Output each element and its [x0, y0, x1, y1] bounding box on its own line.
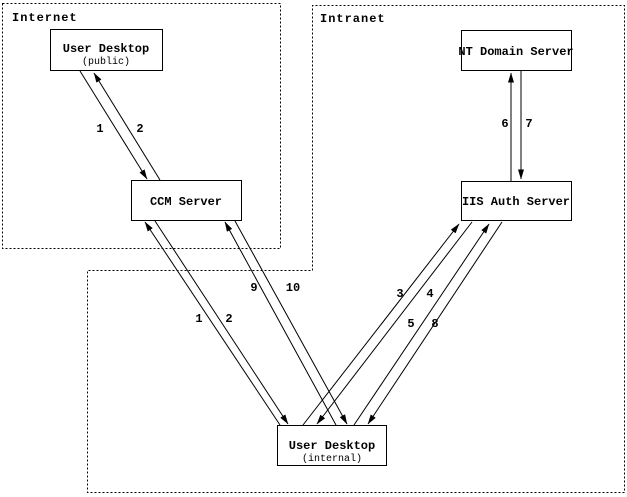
- step-label-5: 5: [407, 317, 414, 331]
- user-desktop-public-title: User Desktop: [63, 42, 149, 56]
- step-label-1-internal: 1: [195, 312, 202, 326]
- step-label-4: 4: [426, 287, 433, 301]
- step-labels: 1 2 1 2 9 10 3 4 5 8 6 7: [96, 117, 532, 331]
- nt-domain-server-title: NT Domain Server: [458, 45, 573, 59]
- edge-2-ccm-to-internal-desktop: [154, 220, 289, 425]
- node-user-desktop-public: User Desktop (public): [50, 29, 163, 71]
- step-label-10: 10: [286, 281, 300, 295]
- ccm-server-box: [131, 180, 242, 221]
- edge-9-internal-desktop-to-ccm: [224, 221, 337, 426]
- node-iis-auth-server: IIS Auth Server: [461, 181, 572, 221]
- edge-5-internal-desktop-to-iis: [353, 223, 490, 426]
- edge-group: [79, 70, 524, 426]
- step-label-2-internal: 2: [225, 312, 232, 326]
- edge-8-iis-to-internal-desktop: [367, 221, 503, 425]
- step-label-2-public: 2: [136, 122, 143, 136]
- intranet-zone-label: Intranet: [320, 12, 386, 26]
- node-ccm-server: CCM Server: [131, 180, 242, 221]
- internet-zone-border: [2, 3, 281, 249]
- edge-1-public-desktop-to-ccm: [79, 70, 148, 180]
- user-desktop-public-subtitle: (public): [82, 56, 130, 68]
- edge-2-ccm-to-public-desktop: [93, 72, 161, 181]
- user-desktop-internal-subtitle: (internal): [302, 453, 362, 465]
- user-desktop-internal-box: [277, 425, 387, 466]
- step-label-9: 9: [250, 281, 257, 295]
- user-desktop-internal-title: User Desktop: [289, 439, 375, 453]
- edge-1-internal-desktop-to-ccm: [144, 221, 281, 426]
- edge-4-iis-to-internal-desktop: [316, 221, 473, 425]
- step-label-7: 7: [525, 117, 532, 131]
- step-label-3: 3: [396, 287, 403, 301]
- intranet-zone-border: [87, 5, 625, 493]
- edge-3-internal-desktop-to-iis: [302, 223, 460, 426]
- edge-10-ccm-to-internal-desktop: [234, 220, 348, 425]
- ccm-server-title: CCM Server: [150, 195, 222, 209]
- user-desktop-public-box: [50, 29, 163, 71]
- iis-auth-server-box: [461, 181, 572, 221]
- step-label-1-public: 1: [96, 122, 103, 136]
- step-label-6: 6: [501, 117, 508, 131]
- nt-domain-server-box: [461, 30, 572, 71]
- node-user-desktop-internal: User Desktop (internal): [277, 425, 387, 466]
- step-label-8: 8: [431, 317, 438, 331]
- iis-auth-server-title: IIS Auth Server: [462, 195, 570, 209]
- internet-zone-label: Internet: [12, 11, 78, 25]
- node-nt-domain-server: NT Domain Server: [458, 30, 574, 71]
